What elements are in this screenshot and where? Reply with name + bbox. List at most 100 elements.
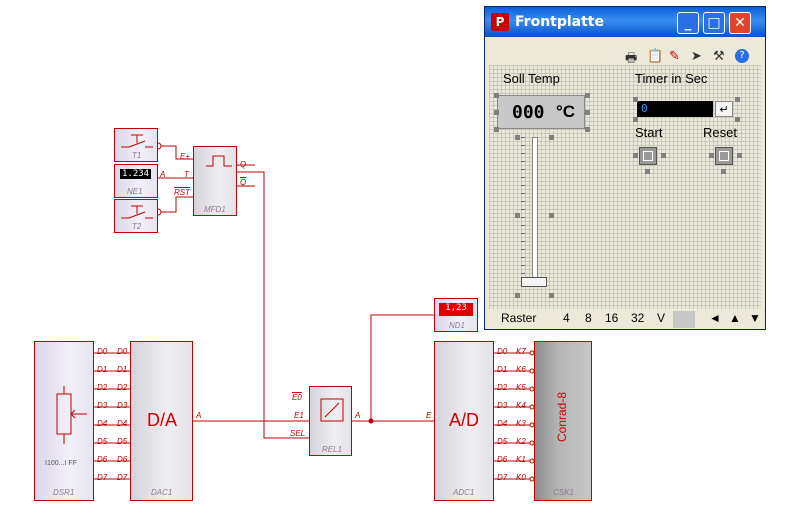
handle[interactable] (549, 293, 554, 298)
tools-icon[interactable]: ⚒ (713, 49, 725, 64)
dsr-pin-d5: D5 (97, 437, 108, 446)
dsr1-label: DSR1 (53, 488, 75, 497)
start-button[interactable] (639, 147, 657, 165)
print-icon[interactable]: 🖶 (625, 51, 638, 66)
switch-t1[interactable]: T1 (114, 128, 158, 162)
relay-icon (320, 398, 344, 422)
dsr-pin-d1: D1 (97, 365, 108, 374)
dac-dac1[interactable]: D/A DAC1 (130, 341, 193, 501)
dsr-pin-d6: D6 (97, 455, 108, 464)
profilab-icon: P (491, 13, 509, 31)
csk-pin-k3: K3 (516, 419, 526, 428)
handle[interactable] (709, 153, 714, 158)
temp-unit: °C (556, 102, 576, 121)
slider-thumb[interactable] (521, 277, 547, 287)
switch-t2[interactable]: T2 (114, 199, 158, 233)
raster-option-16[interactable]: 16 (605, 311, 619, 325)
adc-pin-d1: D1 (497, 365, 508, 374)
maximize-icon[interactable]: □ (703, 12, 725, 34)
slider-dsr1[interactable]: I100...I FF DSR1 (34, 341, 94, 501)
handle[interactable] (721, 169, 726, 174)
handle[interactable] (494, 110, 499, 115)
title-bar[interactable]: P Frontplatte _ □ ✕ (485, 7, 765, 37)
handle[interactable] (585, 127, 590, 132)
pen-icon[interactable]: ✎ (669, 49, 680, 64)
handle[interactable] (494, 93, 499, 98)
dac-pin-d6: D6 (117, 455, 128, 464)
minimize-icon[interactable]: _ (677, 12, 699, 34)
arrow-left-icon[interactable]: ◄ (709, 311, 721, 325)
ne1-pin-a: A (160, 170, 166, 179)
handle[interactable] (585, 93, 590, 98)
clipboard-icon[interactable]: 📋 (647, 49, 664, 64)
dac-pin-d2: D2 (117, 383, 128, 392)
button-square-icon (643, 151, 653, 161)
rel-pin-e0: E0 (292, 393, 302, 402)
reset-label: Reset (703, 125, 737, 140)
relay-rel1[interactable]: REL1 (309, 386, 352, 456)
enter-button[interactable]: ↵ (715, 101, 733, 117)
raster-spacer (673, 311, 695, 328)
handle[interactable] (585, 110, 590, 115)
raster-option-v[interactable]: V (657, 311, 666, 325)
raster-option-8[interactable]: 8 (585, 311, 592, 325)
dac-pin-d4: D4 (117, 419, 128, 428)
dac1-label: DAC1 (151, 488, 173, 497)
raster-option-4[interactable]: 4 (563, 311, 570, 325)
dac-pin-d1: D1 (117, 365, 128, 374)
adc-pin-d6: D6 (497, 455, 508, 464)
handle[interactable] (549, 135, 554, 140)
dsr1-range: I100...I FF (45, 460, 77, 467)
handle[interactable] (633, 97, 638, 102)
handle[interactable] (633, 153, 638, 158)
temp-display: 000 °C (497, 95, 585, 129)
rel-pin-e1: E1 (294, 411, 304, 420)
dsr-pin-d0: D0 (97, 347, 108, 356)
rel-pin-sel: SEL (290, 429, 306, 438)
adc-pin-d3: D3 (497, 401, 508, 410)
arrow-up-icon[interactable]: ▲ (729, 311, 741, 325)
pointer-icon[interactable]: ➤ (691, 49, 702, 64)
handle[interactable] (494, 127, 499, 132)
raster-option-32[interactable]: 32 (631, 311, 645, 325)
slider-ticks (521, 137, 547, 285)
switch-icon (121, 134, 153, 148)
rel1-label: REL1 (322, 445, 343, 454)
mfd-pin-rst: RST (174, 188, 190, 197)
ne1-label: NE1 (127, 187, 143, 196)
close-icon[interactable]: ✕ (729, 12, 751, 34)
csk-pin-k7: K7 (516, 347, 526, 356)
monoflop-mfd1[interactable]: MFD1 (193, 146, 237, 216)
numeric-display-nd1[interactable]: 1,23 ND1 (434, 298, 478, 332)
csk-pin-k2: K2 (516, 437, 526, 446)
arrow-down-icon[interactable]: ▼ (749, 311, 761, 325)
handle[interactable] (737, 153, 742, 158)
rel-pin-a: A (355, 411, 361, 420)
dac-pin-d7: D7 (117, 473, 128, 482)
dsr-pin-d2: D2 (97, 383, 108, 392)
temp-slider[interactable] (521, 137, 547, 295)
conrad-card-csk1[interactable]: Conrad-8 CSK1 (534, 341, 592, 501)
mfd-pin-q: Q (240, 160, 247, 169)
handle[interactable] (735, 97, 740, 102)
timer-input[interactable]: 0 (637, 101, 713, 117)
adc-pin-d5: D5 (497, 437, 508, 446)
handle[interactable] (549, 213, 554, 218)
numeric-input-ne1[interactable]: 1.234 NE1 (114, 164, 158, 198)
dsr-pin-d7: D7 (97, 473, 108, 482)
handle[interactable] (735, 117, 740, 122)
dac-pin-d3: D3 (117, 401, 128, 410)
adc-adc1[interactable]: A/D ADC1 (434, 341, 494, 501)
csk-title: Conrad-8 (555, 392, 569, 443)
handle[interactable] (515, 213, 520, 218)
handle[interactable] (645, 169, 650, 174)
handle[interactable] (661, 153, 666, 158)
handle[interactable] (515, 135, 520, 140)
handle[interactable] (633, 117, 638, 122)
handle[interactable] (515, 293, 520, 298)
help-icon[interactable]: ? (735, 49, 749, 63)
reset-button[interactable] (715, 147, 733, 165)
raster-label: Raster (501, 311, 537, 325)
soll-temp-label: Soll Temp (503, 71, 560, 86)
